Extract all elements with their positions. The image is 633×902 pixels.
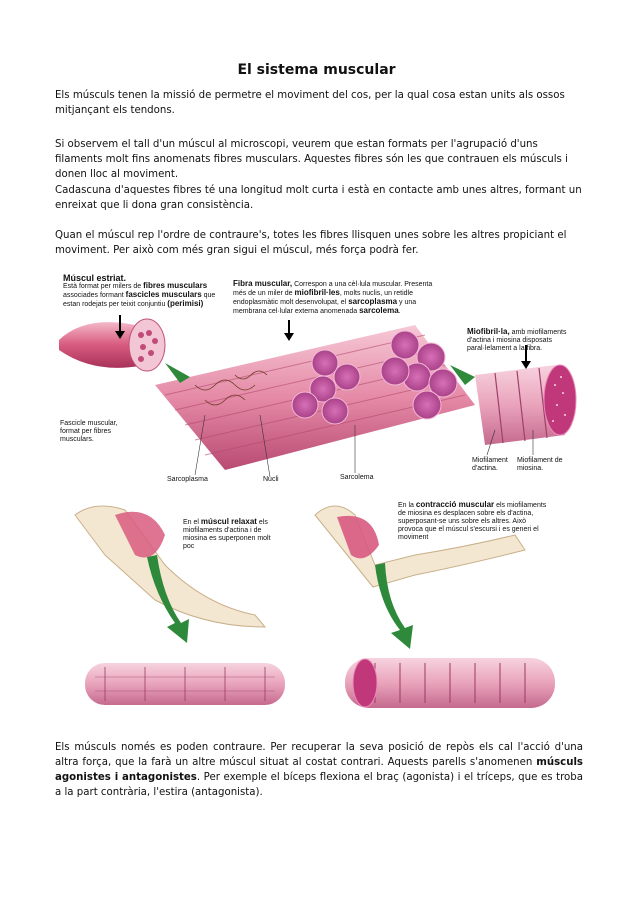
muscle-cross-section — [128, 318, 166, 372]
sarcoplasma-label: Sarcoplasma — [167, 476, 208, 483]
contraction-label: En la contracció muscular els miofilamen… — [398, 500, 547, 542]
myosin-label: Miofilament de miosina. — [517, 457, 563, 472]
muscle-body — [59, 322, 145, 368]
nuclei-label: Nucli — [263, 476, 279, 483]
paragraph-1: Els músculs tenen la missió de permetre … — [55, 90, 565, 116]
contracted-sarcomere-end — [352, 658, 378, 708]
actin-label: Miofilament d'actina. — [472, 457, 508, 472]
myofibril — [475, 365, 565, 445]
paragraph-2: Si observem el tall d'un múscul al micro… — [55, 139, 568, 180]
muscle-label-title: Múscul estriat. — [63, 273, 127, 283]
sarcolema-label: Sarcolema — [340, 474, 374, 481]
relaxed-arm — [74, 505, 267, 628]
page-title: El sistema muscular — [237, 62, 396, 78]
contracted-arm — [314, 505, 526, 588]
muscle-label: Múscul estriat. Està format per milers d… — [63, 274, 223, 309]
paragraph-5: Els músculs només es poden contraure. Pe… — [55, 742, 583, 798]
muscle-illustration — [59, 315, 577, 708]
myofibril-end — [543, 364, 577, 436]
muscle-figure: Múscul estriat. Està format per milers d… — [55, 265, 587, 725]
relaxed-arrow — [147, 555, 189, 643]
paragraph-4: Quan el múscul rep l'ordre de contraure'… — [55, 230, 567, 256]
myofibril-label: Miofibril·la, amb miofilaments d'actina … — [467, 327, 567, 353]
paragraph-3: Cadascuna d'aquestes fibres té una longi… — [55, 185, 582, 211]
agonist-antagonist-term: músculs agonistes i antagonistes — [55, 757, 583, 783]
fiber-label: Fibra muscular, Correspon a una cèl·lula… — [233, 279, 433, 316]
contracted-arrow — [375, 563, 413, 649]
relaxed-label: En el múscul relaxat els miofilaments d'… — [183, 517, 271, 551]
fascicle-label: Fascicle muscular, format per fibres mus… — [60, 420, 118, 443]
